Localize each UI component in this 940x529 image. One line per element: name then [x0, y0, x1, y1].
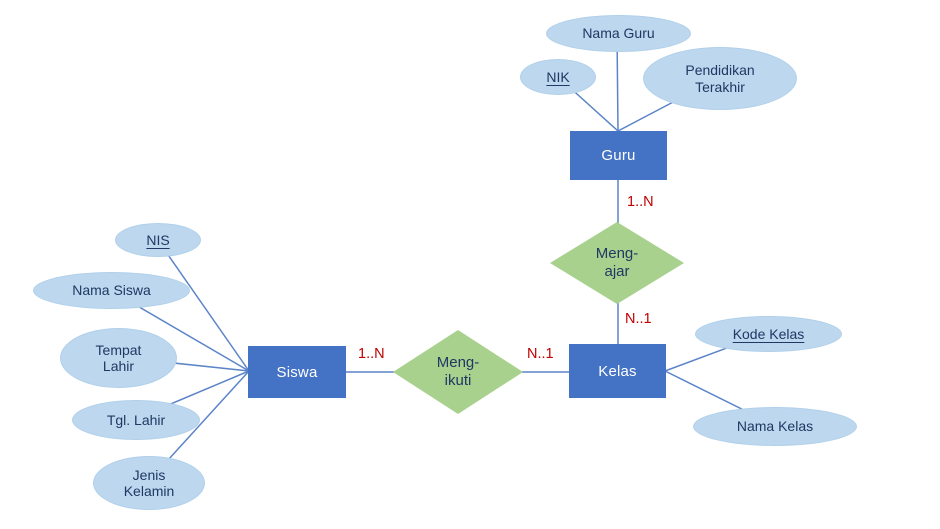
attribute-nama-guru-label: Nama Guru [582, 25, 655, 42]
entity-guru-label: Guru [601, 147, 636, 164]
entity-siswa-label: Siswa [276, 363, 318, 381]
relationship-mengikuti-label: Meng- ikuti [436, 354, 480, 389]
attribute-kode-kelas: Kode Kelas [695, 316, 842, 352]
entity-kelas: Kelas [569, 344, 666, 398]
cardinality-mengikuti-kelas: N..1 [527, 346, 554, 362]
attribute-jenis-kelamin: Jenis Kelamin [93, 456, 205, 510]
attribute-nik-label: NIK [546, 68, 570, 85]
entity-siswa: Siswa [248, 346, 346, 398]
attribute-pendidikan-terakhir-label: Pendidikan Terakhir [685, 62, 755, 95]
attribute-nama-kelas-label: Nama Kelas [736, 418, 814, 435]
cardinality-mengajar-kelas: N..1 [625, 311, 652, 327]
attribute-tgl-lahir-label: Tgl. Lahir [106, 411, 166, 428]
connector-nis-siswa [156, 238, 250, 372]
attribute-jenis-kelamin-label: Jenis Kelamin [123, 466, 175, 499]
attribute-pendidikan-terakhir: Pendidikan Terakhir [643, 47, 797, 110]
attribute-tempat-lahir: Tempat Lahir [60, 328, 177, 388]
attribute-nama-siswa: Nama Siswa [33, 272, 190, 309]
cardinality-guru-mengajar: 1..N [627, 194, 654, 210]
entity-guru: Guru [570, 131, 667, 180]
relationship-mengajar-label: Meng- ajar [595, 245, 639, 280]
attribute-kode-kelas-label: Kode Kelas [732, 325, 805, 342]
attribute-nis-label: NIS [146, 231, 170, 248]
attribute-nama-guru: Nama Guru [546, 15, 691, 52]
attribute-tgl-lahir: Tgl. Lahir [72, 400, 200, 440]
cardinality-siswa-mengikuti: 1..N [358, 346, 385, 362]
attribute-tempat-lahir-label: Tempat Lahir [95, 341, 142, 374]
attribute-nik: NIK [520, 59, 596, 95]
attribute-nama-siswa-label: Nama Siswa [72, 282, 151, 299]
attribute-nama-kelas: Nama Kelas [693, 407, 857, 446]
entity-kelas-label: Kelas [598, 362, 637, 380]
attribute-nis: NIS [115, 223, 201, 257]
